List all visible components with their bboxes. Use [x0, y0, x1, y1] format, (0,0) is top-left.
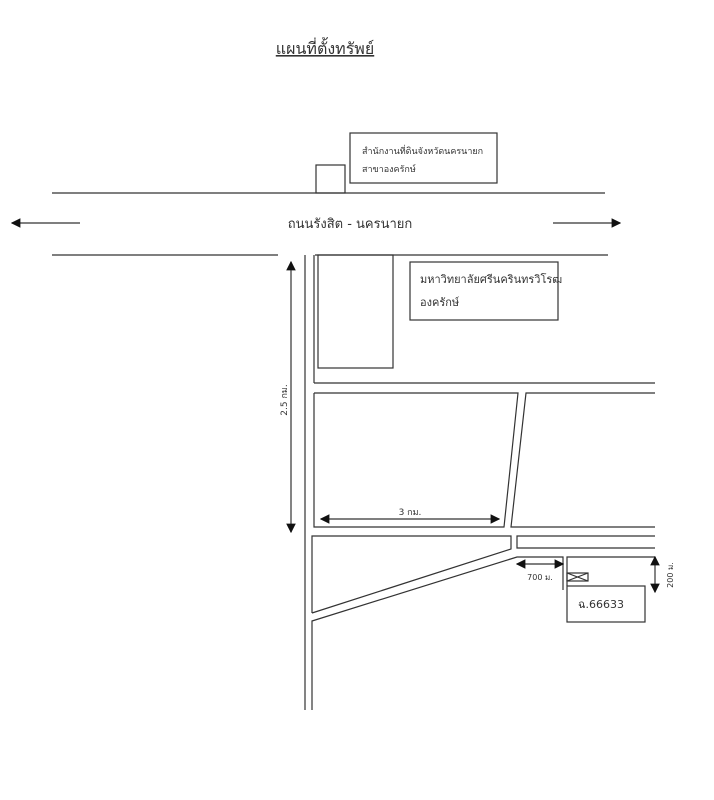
university-label-line1: มหาวิทยาลัยศรีนครินทรวิโรฒ [420, 272, 562, 286]
office-label-line2: สาขาองครักษ์ [362, 163, 416, 175]
property-plot [566, 585, 646, 623]
side-roads [304, 254, 655, 710]
office-building-icon [315, 164, 346, 194]
university-label-box [409, 261, 559, 321]
distance-horizontal-label: 3 กม. [399, 508, 422, 518]
road-label: ถนนรังสิต - นครนายก [288, 217, 413, 232]
property-marker-icon [566, 572, 589, 582]
university-label-line2: องครักษ์ [420, 296, 459, 309]
distance-vertical-label: 2.5 กม. [280, 384, 290, 415]
deed-label: ฉ.66633 [578, 598, 624, 611]
main-road: ถนนรังสิต - นครนายก [10, 192, 622, 256]
office-label-line1: สำนักงานที่ดินจังหวัดนครนายก [362, 144, 483, 157]
distance-plot-label: 200 ม. [666, 562, 675, 588]
office-label-box [349, 132, 498, 184]
distance-lane-label: 700 ม. [527, 573, 553, 582]
map-title: แผนที่ตั้งทรัพย์ [276, 37, 374, 58]
